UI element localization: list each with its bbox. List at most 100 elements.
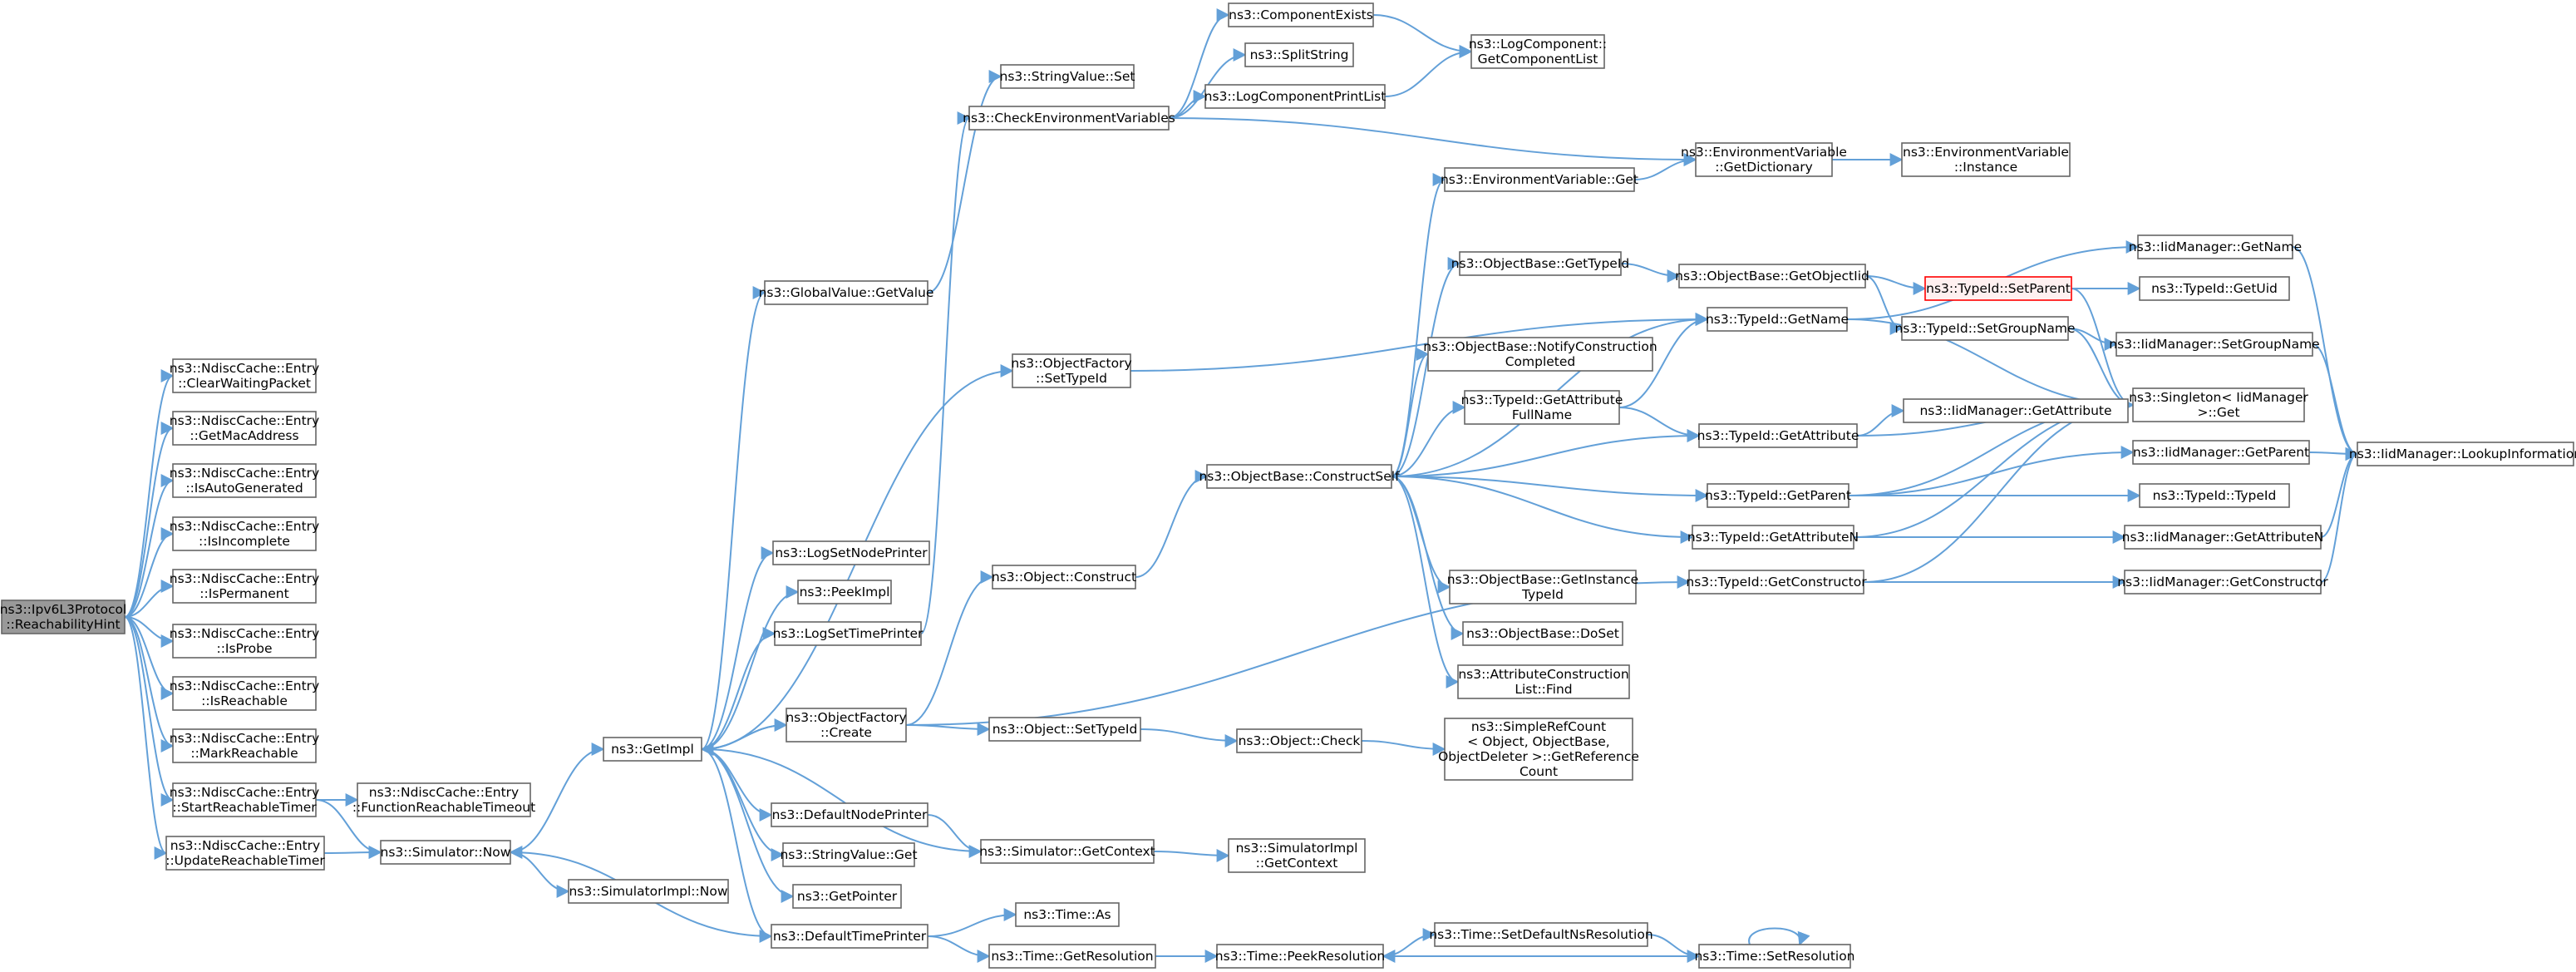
node-n_isinc[interactable]: ns3::NdiscCache::Entry::IsIncomplete: [170, 516, 319, 551]
node-box[interactable]: [1, 599, 126, 634]
node-box[interactable]: [1698, 423, 1858, 448]
node-box[interactable]: [172, 782, 317, 817]
node-n_objbasegettype[interactable]: ns3::ObjectBase::GetTypeId: [1451, 251, 1630, 276]
node-box[interactable]: [1244, 42, 1354, 67]
node-n_simplerefcount[interactable]: ns3::SimpleRefCount< Object, ObjectBase,…: [1438, 718, 1639, 781]
node-box[interactable]: [1692, 525, 1854, 550]
node-n_singleton[interactable]: ns3::Singleton< IidManager>::Get: [2129, 387, 2309, 422]
node-box[interactable]: [1464, 390, 1620, 425]
node-box[interactable]: [165, 836, 325, 871]
node-n_clear[interactable]: ns3::NdiscCache::Entry::ClearWaitingPack…: [170, 358, 319, 393]
node-n_typeidgetparent[interactable]: ns3::TypeId::GetParent: [1705, 483, 1851, 508]
node-box[interactable]: [172, 411, 317, 446]
node-box[interactable]: [568, 879, 729, 904]
node-n_getmac[interactable]: ns3::NdiscCache::Entry::GetMacAddress: [170, 411, 319, 446]
node-n_iidgetattrn[interactable]: ns3::IidManager::GetAttributeN: [2122, 525, 2324, 550]
node-box[interactable]: [1444, 718, 1633, 781]
node-n_isreach[interactable]: ns3::NdiscCache::Entry::IsReachable: [170, 676, 319, 711]
node-box[interactable]: [172, 676, 317, 711]
node-n_getcomplist[interactable]: ns3::LogComponent::GetComponentList: [1469, 34, 1607, 69]
node-n_typeidsetgroup[interactable]: ns3::TypeId::SetGroupName: [1894, 316, 2076, 341]
node-n_getpointer[interactable]: ns3::GetPointer: [792, 884, 902, 909]
node-box[interactable]: [2139, 276, 2290, 301]
node-box[interactable]: [782, 842, 915, 867]
node-box[interactable]: [771, 802, 928, 827]
node-box[interactable]: [1427, 337, 1653, 372]
node-n_funcreach[interactable]: ns3::NdiscCache::Entry::FunctionReachabl…: [352, 782, 535, 817]
node-n_peekimpl[interactable]: ns3::PeekImpl: [797, 580, 892, 604]
node-n_getimpl[interactable]: ns3::GetImpl: [603, 737, 702, 762]
node-box[interactable]: [1449, 570, 1637, 604]
node-box[interactable]: [1012, 353, 1131, 388]
node-n_defnodeprinter[interactable]: ns3::DefaultNodePrinter: [771, 802, 928, 827]
node-n_objbasegetobjtid[interactable]: ns3::ObjectBase::GetObjectIid: [1675, 264, 1869, 289]
node-n_iidlookup[interactable]: ns3::IidManager::LookupInformation: [2349, 442, 2576, 466]
node-box[interactable]: [1695, 142, 1833, 177]
node-n_objfactsettype[interactable]: ns3::ObjectFactory::SetTypeId: [1011, 353, 1132, 388]
node-box[interactable]: [172, 358, 317, 393]
node-n_envget[interactable]: ns3::EnvironmentVariable::Get: [1441, 167, 1638, 192]
node-n_updatereach[interactable]: ns3::NdiscCache::Entry::UpdateReachableT…: [165, 836, 325, 871]
node-n_iidgetctor[interactable]: ns3::IidManager::GetConstructor: [2117, 570, 2328, 595]
node-box[interactable]: [172, 728, 317, 763]
node-box[interactable]: [1457, 664, 1630, 699]
node-box[interactable]: [988, 944, 1156, 969]
node-box[interactable]: [792, 884, 902, 909]
node-n_timesetdefns[interactable]: ns3::Time::SetDefaultNsResolution: [1429, 922, 1653, 947]
node-n_simimplgetctx[interactable]: ns3::SimulatorImpl::GetContext: [1228, 838, 1366, 873]
node-n_objconstruct[interactable]: ns3::Object::Construct: [992, 565, 1136, 590]
node-box[interactable]: [1015, 902, 1120, 927]
node-n_envinstance[interactable]: ns3::EnvironmentVariable::Instance: [1901, 142, 2071, 177]
node-box[interactable]: [771, 924, 928, 949]
node-n_timegetres[interactable]: ns3::Time::GetResolution: [988, 944, 1156, 969]
node-n_iidgetattr[interactable]: ns3::IidManager::GetAttribute: [1903, 398, 2129, 423]
node-box[interactable]: [774, 621, 922, 646]
node-box[interactable]: [603, 737, 702, 762]
node-n_iidsetgroup[interactable]: ns3::IidManager::SetGroupName: [2109, 332, 2320, 357]
node-n_timepeekres[interactable]: ns3::Time::PeekResolution: [1215, 944, 1385, 969]
node-box[interactable]: [1216, 944, 1384, 969]
node-n_objsettype[interactable]: ns3::Object::SetTypeId: [988, 717, 1141, 742]
node-box[interactable]: [1924, 276, 2072, 301]
node-n_markreach[interactable]: ns3::NdiscCache::Entry::MarkReachable: [170, 728, 319, 763]
node-n_typeidgetname[interactable]: ns3::TypeId::GetName: [1706, 307, 1849, 332]
node-n_simnow[interactable]: ns3::Simulator::Now: [380, 840, 511, 865]
node-n_iidgetname[interactable]: ns3::IidManager::GetName: [2129, 234, 2302, 259]
node-n_objbasedoset[interactable]: ns3::ObjectBase::DoSet: [1462, 621, 1623, 646]
node-box[interactable]: [2357, 442, 2574, 466]
node-box[interactable]: [1434, 922, 1648, 947]
node-box[interactable]: [380, 840, 511, 865]
node-n_timesetres[interactable]: ns3::Time::SetResolution: [1694, 944, 1855, 969]
node-n_startreach[interactable]: ns3::NdiscCache::Entry::StartReachableTi…: [170, 782, 319, 817]
node-n_typeidsetparent[interactable]: ns3::TypeId::SetParent: [1924, 276, 2072, 301]
node-n_simgetctx[interactable]: ns3::Simulator::GetContext: [979, 839, 1155, 864]
node-box[interactable]: [1707, 307, 1848, 332]
node-n_gvgetvalue[interactable]: ns3::GlobalValue::GetValue: [759, 280, 934, 305]
node-n_objbasenotify[interactable]: ns3::ObjectBase::NotifyConstructionCompl…: [1423, 337, 1657, 372]
node-box[interactable]: [1707, 483, 1849, 508]
node-root[interactable]: ns3::Ipv6L3Protocol::ReachabilityHint: [0, 599, 126, 634]
node-box[interactable]: [1000, 64, 1135, 89]
node-n_compexists[interactable]: ns3::ComponentExists: [1228, 2, 1374, 27]
node-n_typeidgetattrn[interactable]: ns3::TypeId::GetAttributeN: [1687, 525, 1859, 550]
node-box[interactable]: [2115, 332, 2313, 357]
node-box[interactable]: [1698, 944, 1851, 969]
node-box[interactable]: [1688, 570, 1864, 595]
node-box[interactable]: [1678, 264, 1866, 289]
node-box[interactable]: [2132, 440, 2310, 465]
node-box[interactable]: [1204, 84, 1386, 109]
node-box[interactable]: [172, 463, 317, 498]
node-n_strvalset[interactable]: ns3::StringValue::Set: [1000, 64, 1135, 89]
node-box[interactable]: [797, 580, 892, 604]
node-n_checkenv[interactable]: ns3::CheckEnvironmentVariables: [963, 106, 1175, 131]
node-box[interactable]: [2132, 387, 2305, 422]
node-box[interactable]: [1470, 34, 1605, 69]
node-n_logcompprint[interactable]: ns3::LogComponentPrintList: [1204, 84, 1387, 109]
node-box[interactable]: [1901, 142, 2071, 177]
node-n_isauto[interactable]: ns3::NdiscCache::Entry::IsAutoGenerated: [170, 463, 319, 498]
node-n_typeidgetctor[interactable]: ns3::TypeId::GetConstructor: [1686, 570, 1867, 595]
node-box[interactable]: [992, 565, 1136, 590]
